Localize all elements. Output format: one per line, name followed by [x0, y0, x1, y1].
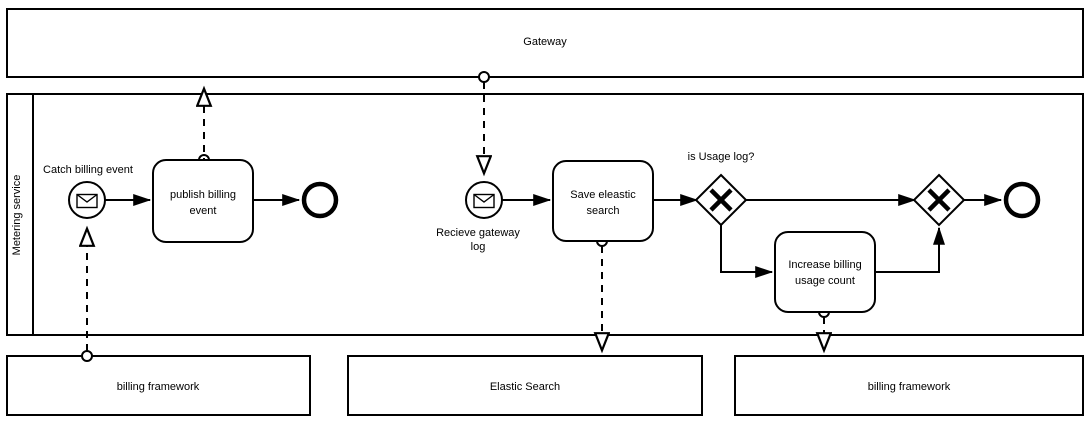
task-label-save-elastic-search-line1: Save eleastic — [570, 189, 636, 201]
pool-billing-framework-right[interactable] — [734, 355, 1084, 416]
envelope-icon — [473, 193, 495, 209]
pool-label-billing-framework-right: billing framework — [868, 381, 951, 393]
event-end-top[interactable] — [301, 181, 339, 219]
event-catch-billing-event[interactable] — [68, 181, 106, 219]
lane-label-metering-service: Metering service — [11, 175, 23, 256]
task-increase-billing-usage-count[interactable] — [774, 231, 876, 313]
gateway-x-marker — [927, 188, 951, 212]
pool-label-billing-framework-left: billing framework — [117, 381, 200, 393]
task-label-increase-billing-usage-count-line2: usage count — [795, 275, 855, 287]
event-label-catch-billing-event: Catch billing event — [43, 164, 133, 176]
event-recieve-gateway-log[interactable] — [465, 181, 503, 219]
gateway-is-usage-log[interactable] — [694, 173, 748, 227]
task-save-elastic-search[interactable] — [552, 160, 654, 242]
task-label-publish-billing-event-line1: publish billing — [170, 189, 236, 201]
pool-billing-framework-left[interactable] — [6, 355, 311, 416]
task-label-save-elastic-search-line2: search — [586, 205, 619, 217]
message-flow-gateway-to-recieve — [479, 71, 489, 174]
gateway-merge[interactable] — [912, 173, 966, 227]
pool-label-elastic-search: Elastic Search — [490, 381, 560, 393]
pool-label-gateway: Gateway — [523, 36, 567, 48]
event-label-recieve-gateway-log-line2: log — [471, 241, 486, 253]
task-label-publish-billing-event-line2: event — [190, 205, 217, 217]
sequence-flow-gateway-to-increase — [720, 225, 774, 278]
pool-gateway[interactable] — [6, 8, 1084, 78]
event-label-recieve-gateway-log-line1: Recieve gateway — [436, 227, 520, 239]
sequence-flow-increase-to-merge — [875, 226, 945, 273]
gateway-label-is-usage-log: is Usage log? — [688, 151, 755, 163]
gateway-x-marker — [709, 188, 733, 212]
envelope-icon — [76, 193, 98, 209]
event-end-bottom[interactable] — [1003, 181, 1041, 219]
task-publish-billing-event[interactable] — [152, 159, 254, 243]
task-label-increase-billing-usage-count-line1: Increase billing — [788, 259, 861, 271]
pool-elastic-search[interactable] — [347, 355, 703, 416]
message-flow-billing-framework-to-catch — [82, 228, 92, 362]
